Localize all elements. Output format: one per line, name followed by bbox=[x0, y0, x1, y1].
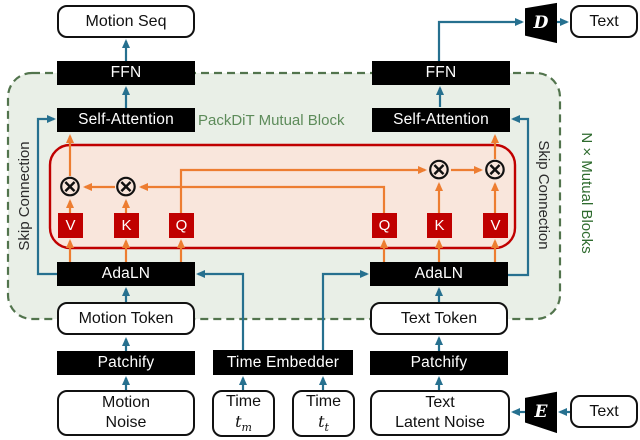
ffn-right-box: FFN bbox=[372, 61, 510, 85]
motion-token-box: Motion Token bbox=[57, 302, 195, 335]
k-right-box: K bbox=[427, 213, 452, 238]
multiply-icon: ⊗ bbox=[482, 152, 508, 187]
ffn-left-box: FFN bbox=[57, 61, 195, 85]
time-embedder-box: Time Embedder bbox=[213, 350, 353, 375]
multiply-icon: ⊗ bbox=[57, 169, 83, 204]
q-right-box: Q bbox=[372, 213, 397, 238]
adaln-right-box: AdaLN bbox=[370, 262, 508, 286]
tm-symbol: tm bbox=[235, 411, 252, 435]
self-attention-left-box: Self-Attention bbox=[57, 108, 195, 132]
time-tm-box: Time tm bbox=[212, 390, 275, 437]
decoder-trapezoid: D bbox=[525, 2, 557, 44]
q-left-box: Q bbox=[169, 213, 194, 238]
tt-symbol: tt bbox=[318, 411, 329, 435]
skip-connection-right-label: Skip Connection bbox=[535, 140, 552, 250]
text-output-box: Text bbox=[570, 5, 638, 38]
attention-connectors bbox=[66, 134, 499, 262]
motion-noise-box: Motion Noise bbox=[57, 390, 195, 436]
flow-connectors bbox=[36, 18, 570, 416]
k-left-box: K bbox=[114, 213, 139, 238]
motion-seq-box: Motion Seq bbox=[57, 5, 195, 38]
patchify-left-box: Patchify bbox=[57, 351, 195, 375]
pack-block-label: PackDiT Mutual Block bbox=[198, 112, 345, 129]
text-input-box: Text bbox=[570, 395, 638, 428]
adaln-left-box: AdaLN bbox=[57, 262, 195, 286]
text-token-box: Text Token bbox=[370, 302, 508, 335]
v-right-box: V bbox=[483, 213, 508, 238]
multiply-icon: ⊗ bbox=[113, 169, 139, 204]
multiply-icon: ⊗ bbox=[426, 152, 452, 187]
text-latent-noise-box: Text Latent Noise bbox=[370, 390, 510, 436]
v-left-box: V bbox=[58, 213, 83, 238]
patchify-right-box: Patchify bbox=[370, 351, 508, 375]
skip-connection-left-label: Skip Connection bbox=[16, 141, 33, 251]
time-tt-box: Time tt bbox=[292, 390, 355, 437]
self-attention-right-box: Self-Attention bbox=[372, 108, 510, 132]
n-mutual-blocks-label: N × Mutual Blocks bbox=[578, 132, 595, 254]
